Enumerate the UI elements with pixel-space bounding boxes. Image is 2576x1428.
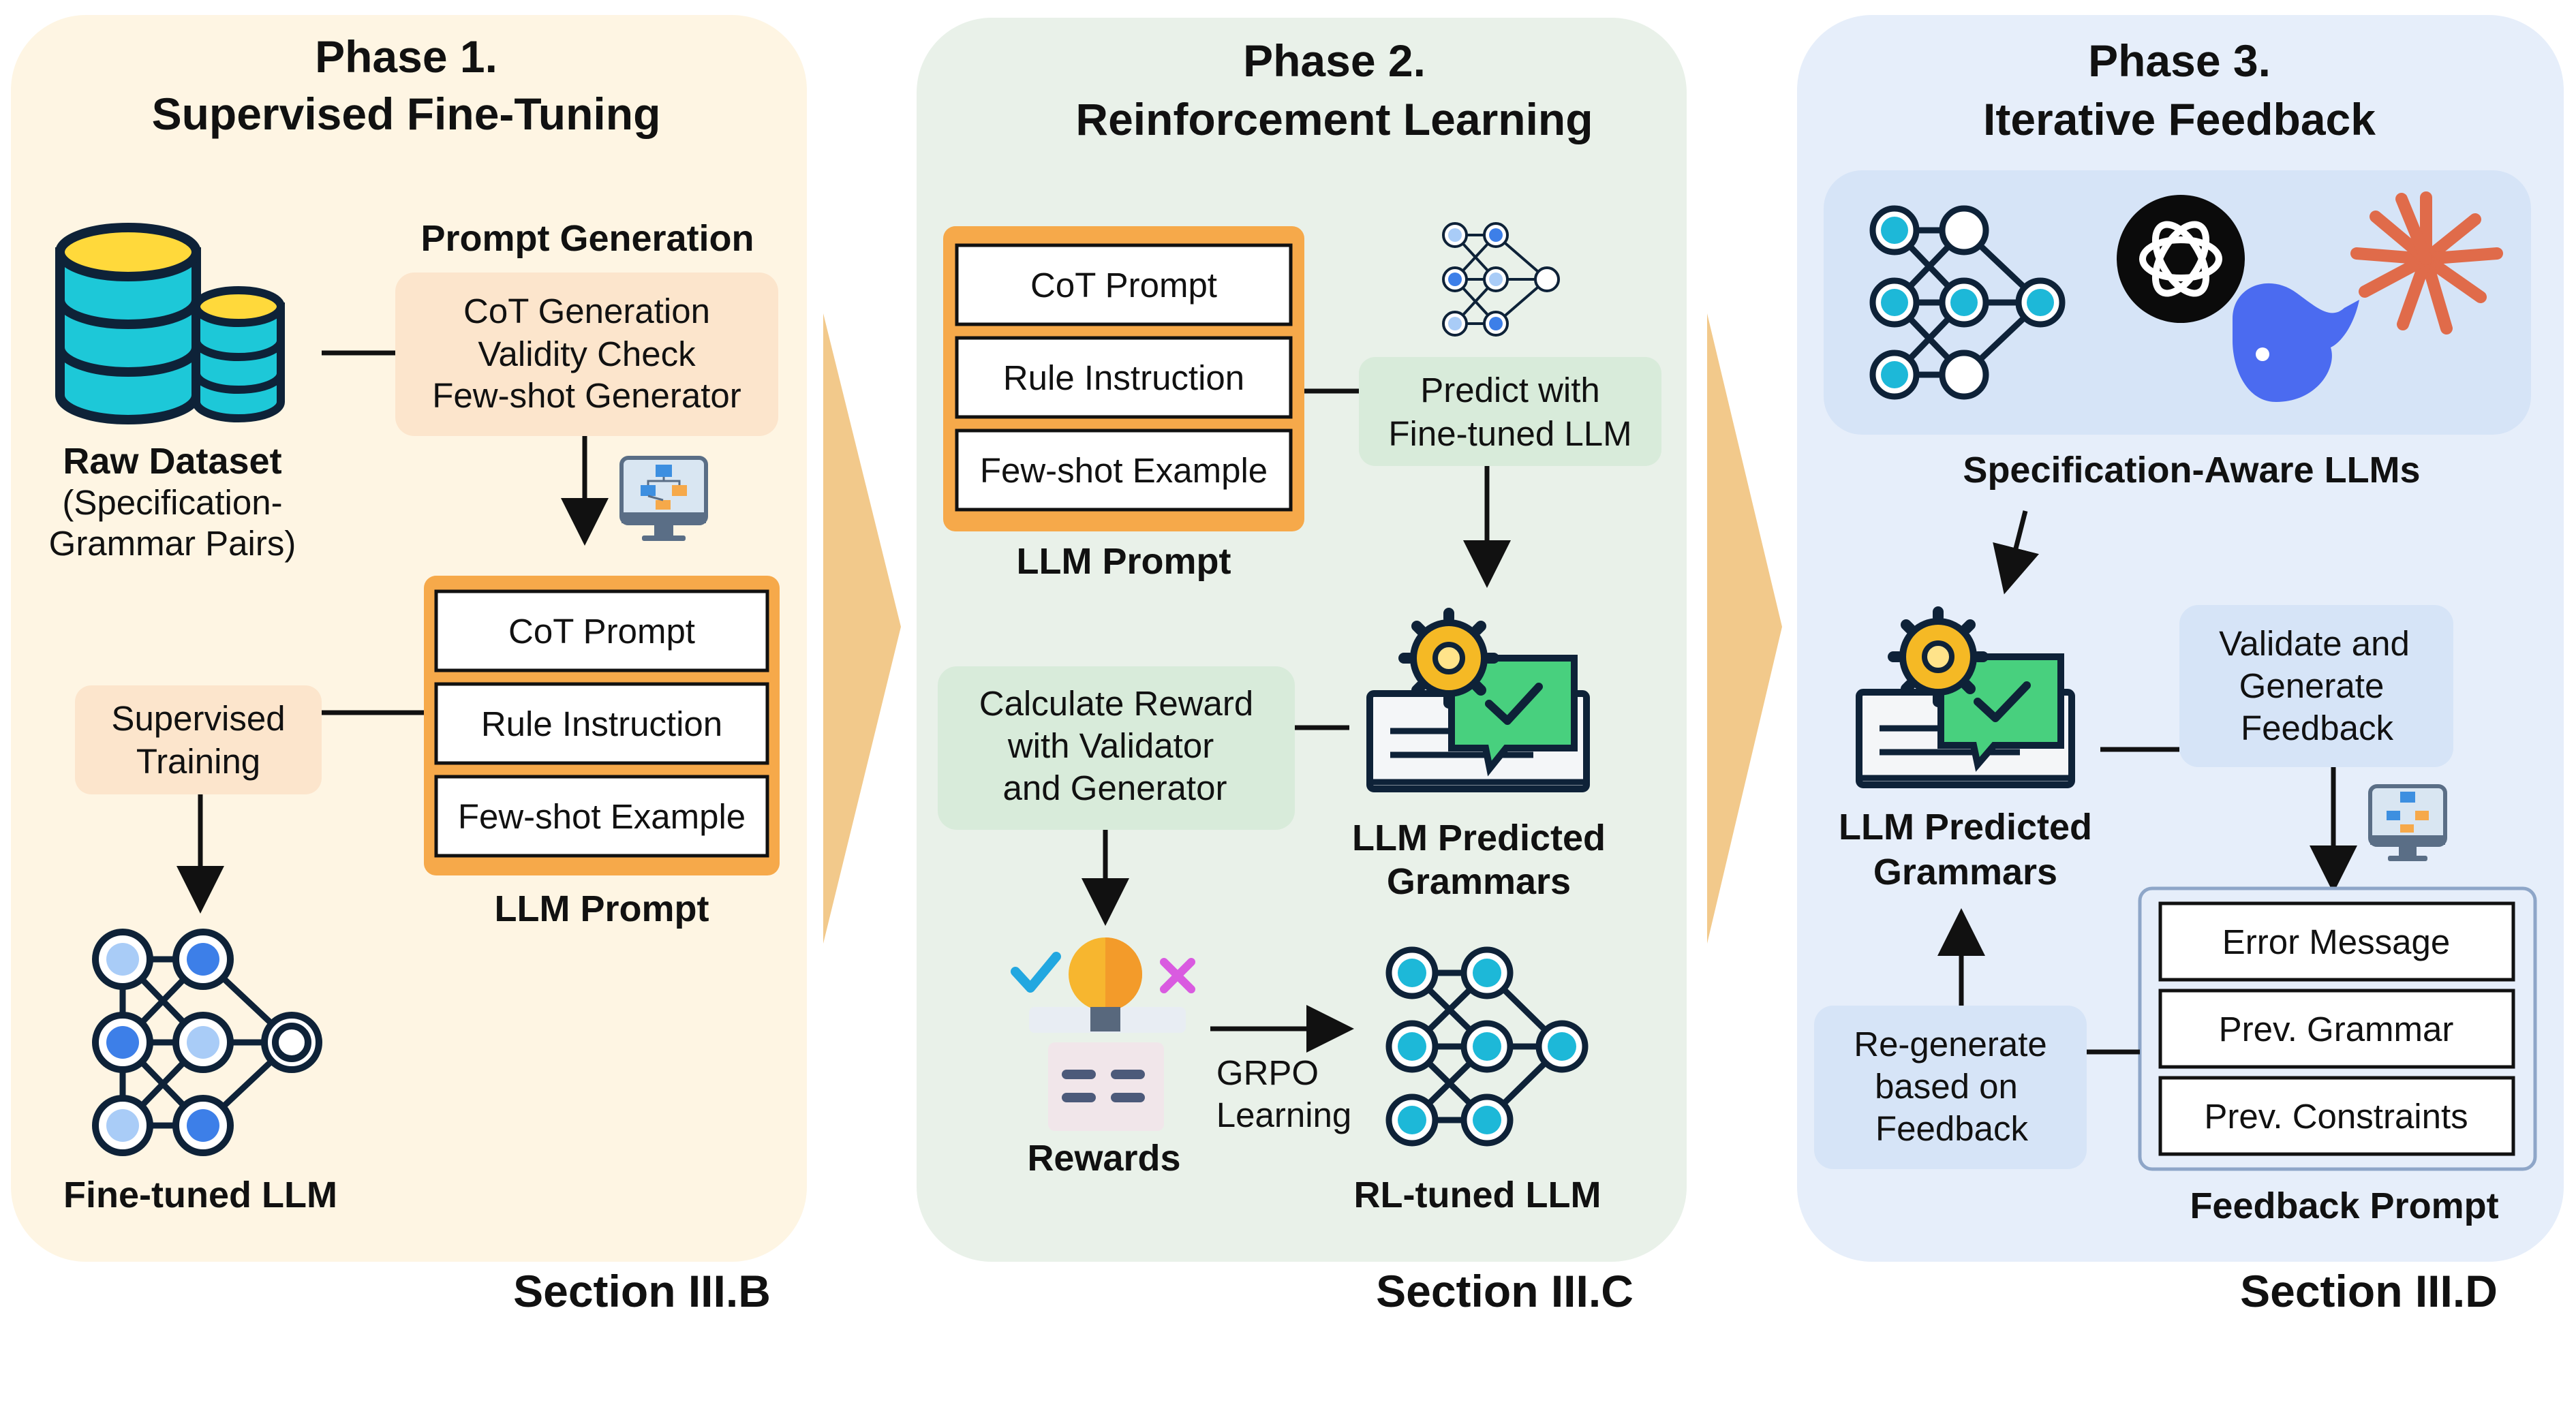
phase1-prompt-item-3: Few-shot Example xyxy=(458,797,746,836)
deepseek-whale-icon xyxy=(2233,283,2359,402)
raw-dataset-sub1: (Specification- xyxy=(62,483,282,522)
prompt-generation-item-2: Validity Check xyxy=(478,335,696,373)
feedback-slot-2 xyxy=(2158,989,2515,1069)
regenerate-line-3: Feedback xyxy=(1875,1109,2028,1148)
phase2-title-line2: Reinforcement Learning xyxy=(1075,94,1593,144)
reward-line-2: with Validator xyxy=(1007,726,1214,765)
gear-check-grammar-icon xyxy=(1366,608,1590,792)
feedback-slot-1 xyxy=(2158,901,2515,982)
phase3-predicted-grammars-line2: Grammars xyxy=(1873,852,2057,892)
feedback-prompt-label: Feedback Prompt xyxy=(2190,1185,2498,1226)
regenerate-line-2: based on xyxy=(1875,1067,2018,1106)
phase2-llm-prompt-label: LLM Prompt xyxy=(1017,541,1231,582)
phase1-llm-prompt-label: LLM Prompt xyxy=(495,888,709,929)
neural-network-icon xyxy=(92,929,322,1156)
validate-box xyxy=(2179,605,2453,767)
phase2-section: Section III.C xyxy=(1376,1266,1634,1316)
phase2-prompt-item-3: Few-shot Example xyxy=(980,451,1268,490)
phase3-computer-flow-icon xyxy=(2368,784,2447,861)
predict-line2: Fine-tuned LLM xyxy=(1388,414,1631,453)
llms-to-grammars-arrow xyxy=(1993,510,2040,595)
phase-arrow-2 xyxy=(1707,313,1782,944)
phase2-prompt-slot-3 xyxy=(955,429,1293,512)
prompt-generation-item-3: Few-shot Generator xyxy=(432,376,741,415)
database-icon xyxy=(55,223,285,424)
claude-star-icon xyxy=(2350,191,2503,335)
phase3-predicted-grammars-line1: LLM Predicted xyxy=(1839,807,2092,848)
phase1-prompt-slot-3 xyxy=(434,775,769,858)
phase2-predicted-grammars-line1: LLM Predicted xyxy=(1352,818,1606,858)
predict-line1: Predict with xyxy=(1420,371,1600,409)
rl-tuned-llm-label: RL-tuned LLM xyxy=(1354,1175,1601,1215)
phase3-title-line1: Phase 3. xyxy=(2088,35,2271,86)
computer-flow-icon xyxy=(619,456,708,541)
supervised-training-box xyxy=(75,685,322,794)
phase1-title-line1: Phase 1. xyxy=(315,31,497,82)
prompt-generation-item-1: CoT Generation xyxy=(463,292,710,330)
phase1-title-line2: Supervised Fine-Tuning xyxy=(152,89,661,139)
rewards-label: Rewards xyxy=(1027,1138,1180,1179)
reward-line-1: Calculate Reward xyxy=(979,684,1254,723)
raw-dataset-sub2: Grammar Pairs) xyxy=(49,524,296,563)
validate-line-1: Validate and xyxy=(2219,624,2410,663)
phase1-prompt-item-2: Rule Instruction xyxy=(481,704,722,743)
phase-arrow-1 xyxy=(823,313,901,944)
feedback-item-2: Prev. Grammar xyxy=(2219,1010,2454,1049)
predict-box xyxy=(1359,357,1661,466)
phase2-predicted-grammars-line2: Grammars xyxy=(1387,861,1571,902)
prompt-generation-box xyxy=(395,273,778,436)
supervised-training-line1: Supervised xyxy=(111,699,285,738)
feedback-item-1: Error Message xyxy=(2222,922,2450,961)
raw-dataset-label: Raw Dataset xyxy=(63,441,281,482)
supervised-training-line2: Training xyxy=(136,742,260,781)
phase3-section: Section III.D xyxy=(2240,1266,2498,1316)
regenerate-box xyxy=(1814,1006,2087,1169)
phase2-prompt-item-1: CoT Prompt xyxy=(1030,266,1217,305)
reward-line-3: and Generator xyxy=(1003,769,1227,807)
phase1-prompt-item-1: CoT Prompt xyxy=(508,612,695,651)
prompt-generation-label: Prompt Generation xyxy=(420,218,754,259)
validate-line-3: Feedback xyxy=(2241,709,2393,747)
phase3-title-line2: Iterative Feedback xyxy=(1983,94,2376,144)
reward-box xyxy=(938,666,1295,830)
spec-aware-llms-label: Specification-Aware LLMs xyxy=(1963,450,2420,491)
fine-tuned-llm-label: Fine-tuned LLM xyxy=(63,1175,337,1215)
phase3-grammar-icon xyxy=(1856,606,2075,788)
validate-line-2: Generate xyxy=(2239,666,2385,705)
lightbulb-reward-icon xyxy=(1011,937,1195,1131)
regenerate-line-1: Re-generate xyxy=(1854,1025,2047,1064)
phase1-prompt-slot-2 xyxy=(434,682,769,765)
openai-logo-icon xyxy=(2117,195,2245,323)
phase2-prompt-item-2: Rule Instruction xyxy=(1003,358,1244,397)
grpo-line1: GRPO xyxy=(1216,1053,1319,1092)
phase1-section: Section III.B xyxy=(513,1266,771,1316)
spec-aware-network-icon xyxy=(1869,205,2066,400)
feedback-slot-3 xyxy=(2158,1076,2515,1156)
phase1-prompt-slot-1 xyxy=(434,589,769,672)
small-neural-network-icon xyxy=(1442,222,1560,337)
phase2-title-line1: Phase 2. xyxy=(1243,35,1426,86)
phase2-prompt-slot-2 xyxy=(955,336,1293,419)
rl-tuned-network-icon xyxy=(1385,946,1589,1147)
phase2-prompt-slot-1 xyxy=(955,243,1293,326)
feedback-item-3: Prev. Constraints xyxy=(2204,1097,2468,1136)
grpo-line2: Learning xyxy=(1216,1096,1352,1134)
